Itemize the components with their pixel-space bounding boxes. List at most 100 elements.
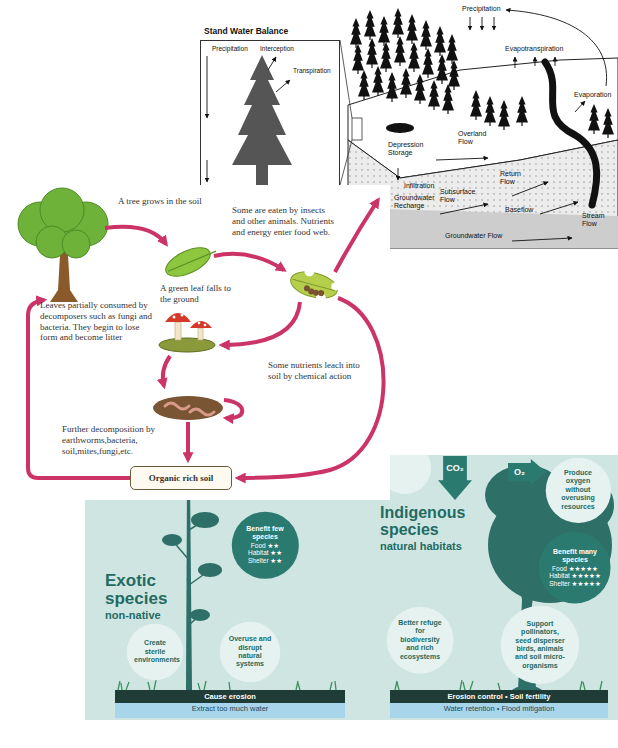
- eaten-leaf: [303, 265, 315, 277]
- mushroom-litter: [190, 321, 212, 328]
- inset-tree: [207, 56, 208, 118]
- impact-circle: Support pollinators, seed disperser bird…: [500, 605, 580, 685]
- forest-trees: [516, 96, 528, 126]
- forest-trees: [386, 72, 398, 102]
- forest-trees: [380, 42, 392, 72]
- forest-trees: [392, 8, 404, 38]
- cycle-arrows: [105, 227, 166, 244]
- flow-label: Extract too much water: [115, 705, 345, 714]
- flow-arrows: [506, 10, 607, 86]
- flow-label: Baseflow: [505, 206, 533, 214]
- mushroom-litter: [165, 313, 191, 322]
- cycle-caption: Leaves partially consumed by decomposers…: [40, 300, 154, 343]
- benefit-circle: Benefit few speciesFood ★★Habitat ★★Shel…: [231, 511, 300, 580]
- impact-circle: Better refuge for biodiversity and rich …: [386, 606, 454, 674]
- eaten-leaf: [287, 262, 343, 307]
- node-text: Better refuge for biodiversity and rich …: [397, 619, 443, 661]
- ground-bar: Cause erosion: [115, 690, 345, 703]
- flow-arrows: [440, 204, 488, 214]
- earthworms: [153, 396, 223, 420]
- flow-arrows: [540, 202, 578, 214]
- arrow-shape: [438, 456, 472, 500]
- forest-trees: [420, 20, 432, 50]
- node-text: Organic rich soil: [149, 473, 214, 484]
- mushroom-litter: [175, 322, 181, 340]
- exotic-tree: [162, 534, 182, 546]
- cycle-caption: Some are eaten by insects and other anim…: [232, 205, 340, 237]
- forest-trees: [400, 68, 412, 98]
- cycle-arrows: [335, 200, 378, 272]
- node-text: O₂: [514, 467, 525, 478]
- cycle-caption: A tree grows in the soil: [118, 196, 202, 207]
- circle-content: Create sterile environments: [134, 639, 176, 664]
- forest-trees: [470, 90, 482, 120]
- flow-label: Overland Flow: [458, 130, 494, 146]
- forest-trees: [358, 70, 370, 100]
- forest-trees: [372, 66, 384, 96]
- forest-trees: [408, 42, 420, 72]
- forest-trees: [448, 60, 460, 90]
- node-text: non-native: [105, 610, 161, 622]
- node-text: Exotic species: [105, 572, 195, 608]
- node-text: Overuse and disrupt natural systems: [228, 635, 272, 669]
- water-strip: [115, 703, 345, 718]
- circle-shape: [539, 532, 611, 604]
- stream: [545, 62, 597, 205]
- cycle-caption: Some nutrients leach into soil by chemic…: [268, 360, 368, 382]
- arrow-shape: [438, 456, 472, 500]
- forest-trees: [378, 16, 390, 46]
- benefit-circle: Benefit many speciesFood ★★★★★Habitat ★★…: [538, 531, 611, 604]
- node-text: natural habitats: [380, 541, 462, 553]
- co2-arrow: CO₂: [438, 456, 472, 500]
- node-text: Habitat ★★★★★: [548, 572, 602, 580]
- node-text: Food ★★: [241, 542, 289, 550]
- mushroom-litter: [181, 314, 184, 317]
- node-text: Support pollinators, seed disperser bird…: [513, 620, 567, 670]
- exotic-tree: [191, 512, 219, 528]
- node-text: Transpiration: [293, 67, 331, 74]
- cycle-ground: [0, 185, 390, 500]
- mushroom-litter: [159, 313, 215, 352]
- green-leaf: [168, 249, 216, 273]
- cycle-arrows: [28, 200, 384, 478]
- exotic-tree: [190, 609, 210, 621]
- forest-trees: [406, 14, 418, 44]
- forest-trees: [442, 84, 454, 114]
- green-leaf: [162, 242, 215, 282]
- impact-circle: Create sterile environments: [126, 623, 184, 681]
- forest-trees: [366, 38, 378, 68]
- flow-label: Return Flow: [500, 170, 528, 186]
- tree-picture: [62, 230, 90, 258]
- forest-trees: [498, 100, 510, 130]
- node-text: Create sterile environments: [134, 639, 176, 664]
- circle-content: Benefit few speciesFood ★★Habitat ★★Shel…: [241, 525, 289, 565]
- flow-label: Evapotranspiration: [505, 45, 563, 53]
- o2-arrow: O₂: [508, 459, 546, 485]
- flow-arrows: [515, 57, 516, 68]
- flow-label: Stream Flow: [582, 212, 612, 228]
- circle-content: Produce oxygen without overusing resourc…: [556, 469, 600, 511]
- forest-trees: [602, 108, 614, 138]
- inset-tree: [276, 80, 290, 92]
- forest-trees: [364, 10, 376, 40]
- flow-label: Precipitation: [462, 5, 501, 13]
- circle-content: Better refuge for biodiversity and rich …: [397, 619, 443, 661]
- earthworms: [165, 403, 214, 415]
- inset-tree: [268, 57, 276, 70]
- flow-arrows: [494, 17, 495, 30]
- flow-label: Infiltration: [404, 182, 434, 190]
- impact-circle: Produce oxygen without overusing resourc…: [545, 457, 612, 524]
- circle-shape: [501, 606, 579, 684]
- circle-shape: [387, 607, 454, 674]
- water-strip: [390, 703, 608, 718]
- mushroom-litter: [173, 316, 176, 319]
- nutrient-cycle-illustration: [0, 185, 390, 500]
- forest-trees: [436, 54, 448, 84]
- flow-label: Groundwater Flow: [445, 232, 502, 240]
- forest-trees: [434, 26, 446, 56]
- tree-picture: [18, 188, 108, 302]
- inset-tree: [207, 160, 208, 182]
- flow-arrows: [535, 57, 536, 66]
- forest-trees: [394, 36, 406, 66]
